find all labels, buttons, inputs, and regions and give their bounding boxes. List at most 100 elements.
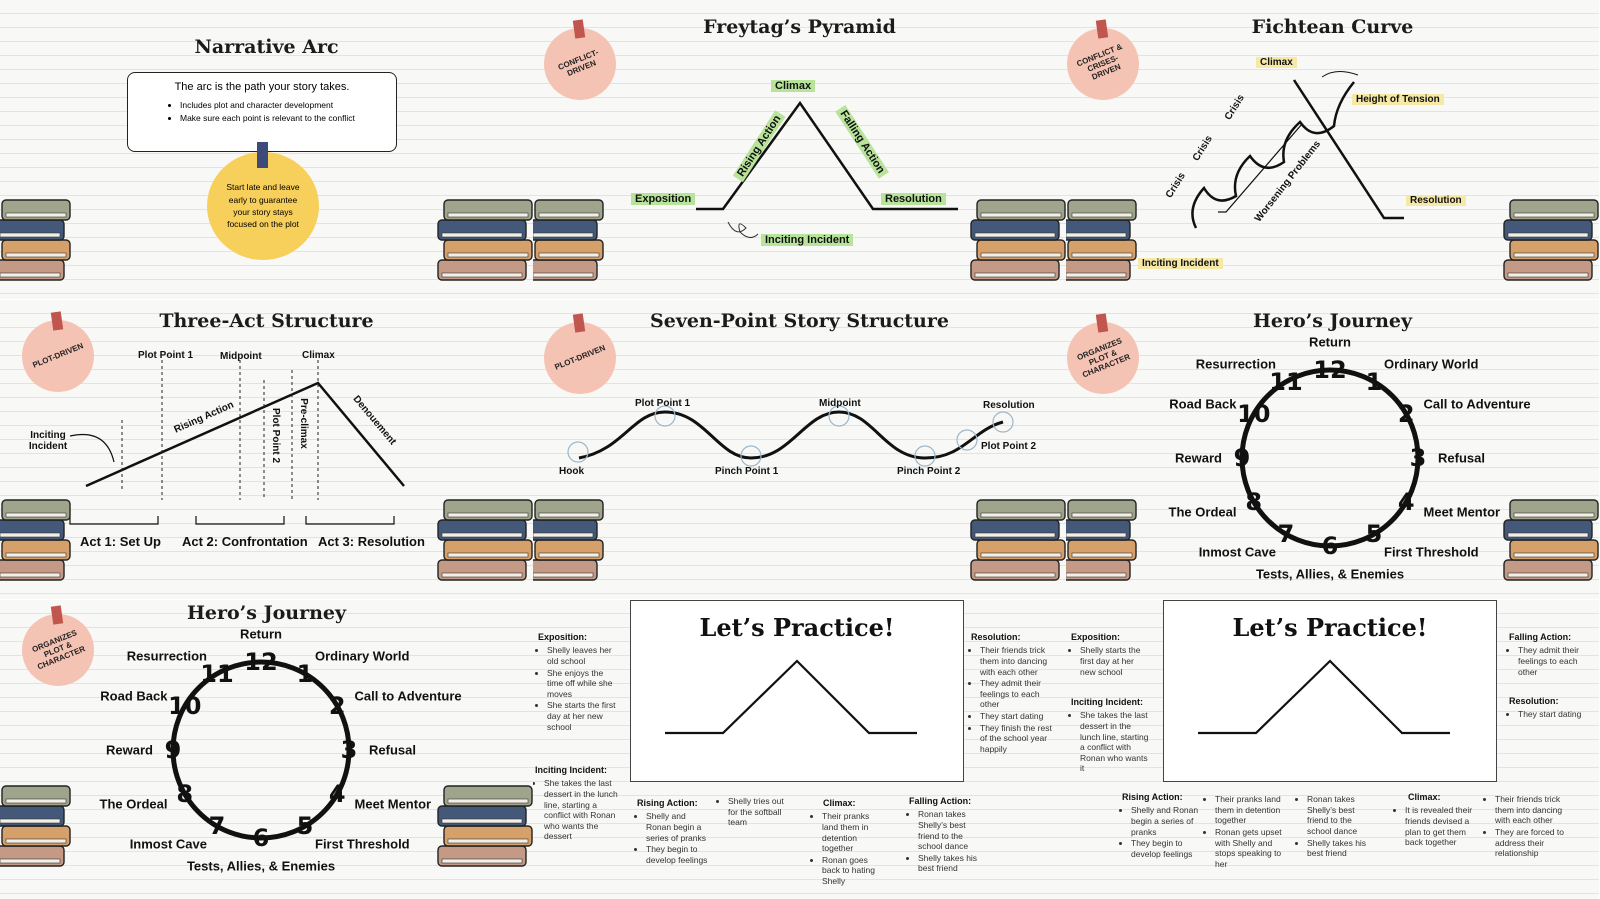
exposition-note: Exposition:Shelly starts the first day a…: [1071, 632, 1151, 678]
resolution-label: Resolution: [983, 400, 1035, 411]
exposition-label: Exposition: [631, 193, 696, 205]
practice-board: Let’s Practice!: [1163, 600, 1497, 782]
stage-number: 12: [244, 648, 278, 676]
pp2-label: Plot Point 2: [981, 441, 1036, 452]
note-item: Their friends trick them into dancing wi…: [1495, 794, 1566, 826]
falling-note: Falling Action:They admit their feelings…: [1509, 632, 1597, 678]
climax-label: Climax: [1256, 57, 1297, 68]
climax-label: Climax: [771, 80, 816, 92]
stage-number: 1: [296, 659, 314, 688]
climax-note: Climax:It is revealed their friends devi…: [1396, 792, 1474, 849]
act-label: Act 3: Resolution: [318, 534, 425, 549]
note-item: They are forced to address their relatio…: [1495, 827, 1566, 859]
books-icon: [970, 199, 1066, 281]
stage-number: 3: [1409, 444, 1427, 472]
stage-label: Ordinary World: [315, 648, 410, 664]
seven-point-diagram: [567, 405, 1014, 467]
slide-heros-journey[interactable]: Hero’s Journey ORGANIZES PLOT & CHARACTE…: [1066, 300, 1599, 599]
slide-title: Fichtean Curve: [1251, 16, 1414, 38]
books-icon: [1503, 499, 1599, 581]
books-icon: [970, 499, 1066, 581]
stage-label: Meet Mentor: [354, 796, 432, 812]
box-bullet: Includes plot and character development: [180, 99, 396, 112]
slide-title: Seven-Point Story Structure: [650, 310, 949, 332]
pp1-label: Plot Point 1: [635, 398, 690, 409]
midpoint-label: Midpoint: [220, 351, 262, 362]
stage-label: Return: [1309, 334, 1351, 350]
stage-number: 11: [1269, 367, 1303, 396]
note-item: Shelly leaves her old school: [547, 645, 618, 666]
fichtean-diagram: [1191, 71, 1404, 229]
act-label: Act 2: Confrontation: [182, 534, 308, 549]
note-item: Ronan takes Shelly’s best friend to the …: [918, 809, 985, 852]
resolution-note: Resolution:Their friends trick them into…: [971, 632, 1057, 756]
note-item: Ronan gets upset with Shelly and stops s…: [1215, 827, 1284, 870]
stage-label: Ordinary World: [1384, 356, 1479, 372]
stage-label: First Threshold: [315, 836, 410, 852]
climax-label: Climax: [302, 350, 335, 361]
slide-title: Hero’s Journey: [186, 602, 347, 624]
stage-number: 11: [200, 659, 234, 688]
rising-note: Rising Action:Shelly and Ronan begin a s…: [637, 798, 713, 866]
hook-label: Hook: [559, 466, 584, 477]
badge: ORGANIZES PLOT & CHARACTER: [22, 605, 94, 686]
note-item: They begin to develop feelings: [1131, 838, 1200, 859]
three-act-diagram: [69, 360, 405, 525]
note-item: Their pranks land them in detention toge…: [822, 811, 887, 854]
note-item: She takes the last dessert in the lunch …: [544, 778, 621, 842]
note-item: Their pranks land them in detention toge…: [1215, 794, 1284, 826]
stage-number: 1: [1365, 367, 1383, 396]
stage-number: 4: [328, 780, 346, 808]
books-icon: [437, 785, 533, 867]
stage-label: Road Back: [100, 688, 168, 704]
rising-note: Shelly tries out for the softball team: [719, 796, 795, 829]
stage-label: Refusal: [1438, 450, 1485, 466]
act-label: Act 1: Set Up: [80, 534, 161, 549]
midpoint-label: Midpoint: [819, 398, 861, 409]
stage-number: 7: [1277, 520, 1295, 549]
stage-number: 6: [252, 824, 270, 852]
slide-fichtean-curve[interactable]: Fichtean Curve CONFLICT & CRISES-DRIVEN …: [1066, 0, 1599, 299]
slide-heros-journey[interactable]: Hero’s Journey ORGANIZES PLOT & CHARACTE…: [0, 600, 533, 899]
inciting-note: Inciting Incident:She takes the last des…: [1071, 697, 1153, 775]
pinch1-label: Pinch Point 1: [715, 466, 779, 477]
note-item: She takes the last dessert in the lunch …: [1080, 710, 1153, 774]
journey-wheel: [1239, 367, 1421, 549]
stage-number: 10: [168, 692, 202, 720]
badge: CONFLICT & CRISES-DRIVEN: [1067, 19, 1139, 100]
books-icon: [0, 785, 71, 867]
inciting-note: Inciting Incident:She takes the last des…: [535, 765, 621, 843]
stage-number: 2: [1397, 400, 1415, 428]
books-icon: [533, 499, 604, 581]
resolution-label: Resolution: [1406, 195, 1466, 206]
rising-note: Their pranks land them in detention toge…: [1206, 794, 1284, 870]
slide-practice[interactable]: Let’s Practice! Exposition:Shelly leaves…: [533, 600, 1066, 899]
note-item: They start dating: [980, 711, 1057, 722]
stage-label: Road Back: [1169, 396, 1237, 412]
pyramid-diagram: [696, 100, 958, 238]
stage-number: 4: [1397, 488, 1415, 516]
slide-seven-point[interactable]: Seven-Point Story Structure PLOT-DRIVEN …: [533, 300, 1066, 599]
box-bullet: Make sure each point is relevant to the …: [180, 112, 396, 125]
resolution-note: Resolution:They start dating: [1509, 696, 1597, 721]
rising-note: Ronan takes Shelly’s best friend to the …: [1298, 794, 1376, 860]
note-item: She starts the first day at her new scho…: [547, 700, 618, 732]
pp2-label: Plot Point 2: [270, 408, 281, 463]
note-item: They finish the rest of the school year …: [980, 723, 1057, 755]
slide-freytag-pyramid[interactable]: Freytag’s Pyramid CONFLICT-DRIVEN Climax…: [533, 0, 1066, 299]
books-icon: [0, 499, 71, 581]
stage-label: Tests, Allies, & Enemies: [186, 858, 336, 874]
books-icon: [1066, 499, 1137, 581]
slide-practice[interactable]: Let’s Practice! Exposition:Shelly starts…: [1066, 600, 1599, 899]
stage-label: The Ordeal: [1168, 504, 1237, 520]
tape: [257, 142, 268, 168]
slide-narrative-arc[interactable]: Narrative Arc The arc is the path your s…: [0, 0, 533, 299]
stage-label: Reward: [1175, 450, 1222, 466]
slide-three-act[interactable]: Three-Act Structure PLOT-DRIVEN Plot Poi…: [0, 300, 533, 599]
slide-title: Three-Act Structure: [159, 310, 374, 332]
stage-number: 5: [1365, 520, 1383, 549]
badge: PLOT-DRIVEN: [544, 313, 616, 394]
resolution-label: Resolution: [881, 193, 946, 205]
tip-circle: Start late and leave early to guarantee …: [207, 142, 319, 260]
